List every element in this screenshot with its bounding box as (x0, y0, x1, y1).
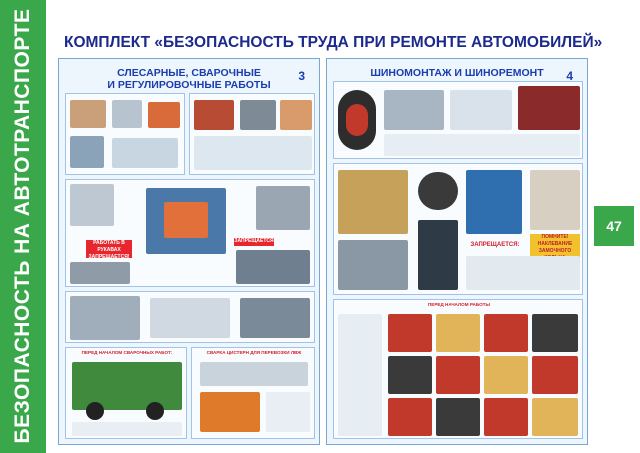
stand-illustration (240, 298, 310, 338)
tire-illustration (418, 172, 458, 210)
rim-illustration (384, 90, 444, 130)
welding-scene-illustration (200, 392, 260, 432)
page-title: КОМПЛЕКТ «БЕЗОПАСНОСТЬ ТРУДА ПРИ РЕМОНТЕ… (64, 34, 603, 51)
page-number-badge: 47 (594, 206, 634, 246)
vice-illustration (112, 100, 142, 128)
text-panel-illustration (384, 134, 580, 156)
poster-header: ШИНОМОНТАЖ И ШИНОРЕМОНТ 4 (327, 67, 587, 107)
poster-tire-service: ШИНОМОНТАЖ И ШИНОРЕМОНТ 4 ПОМНИТЕ! НАКЛЕ… (326, 58, 588, 445)
step-7-illustration (484, 356, 528, 394)
engine-block: РАБОТАТЬ В РУКАВАХ ЗАПРЕЩАЕТСЯ! ЗАПРЕЩАЕ… (65, 179, 315, 287)
gloves-illustration (148, 102, 180, 128)
step-3-illustration (484, 314, 528, 352)
poster-number: 3 (298, 69, 305, 83)
tank-illustration (200, 362, 308, 386)
step-11-illustration (484, 398, 528, 436)
step-8-illustration (532, 356, 578, 394)
step-9-illustration (388, 398, 432, 436)
step-5-illustration (388, 356, 432, 394)
step-1-illustration (388, 314, 432, 352)
procedure-block: ПЕРЕД НАЧАЛОМ РАБОТЫ (333, 299, 583, 439)
no-sleeves-banner: РАБОТАТЬ В РУКАВАХ ЗАПРЕЩАЕТСЯ! (86, 240, 132, 260)
hand-illustration (280, 100, 312, 130)
forbidden-heading: ЗАПРЕЩАЕТСЯ: (470, 242, 520, 248)
welding-section-title: ПЕРЕД НАЧАЛОМ СВАРОЧНЫХ РАБОТ: (81, 350, 173, 355)
file-illustration (70, 136, 104, 168)
tire-changer-illustration (338, 240, 408, 290)
step-2-illustration (436, 314, 480, 352)
text-panel-illustration (450, 90, 512, 130)
step-10-illustration (436, 398, 480, 436)
welding-section: ПЕРЕД НАЧАЛОМ СВАРОЧНЫХ РАБОТ: (65, 347, 187, 439)
lift-arm-illustration (70, 262, 130, 284)
jack-illustration (70, 296, 140, 340)
poster-title-line1: СЛЕСАРНЫЕ, СВАРОЧНЫЕ (117, 67, 261, 79)
step-6-illustration (436, 356, 480, 394)
inflation-cage-illustration (466, 170, 522, 234)
step-12-illustration (532, 398, 578, 436)
rim-diagram-illustration (466, 256, 580, 290)
tire-machine-illustration (518, 86, 580, 130)
lower-illustration-block (65, 291, 315, 343)
workbench-illustration (112, 138, 178, 168)
wheel-illustration (146, 402, 164, 420)
mechanism-illustration (70, 184, 114, 226)
illustration-block (189, 93, 315, 175)
engine-part-illustration (164, 202, 208, 238)
lift-illustration (256, 186, 310, 230)
tank-welding-section: СВАРКА ЦИСТЕРН ДЛЯ ПЕРЕВОЗКИ ЛВЖ (191, 347, 315, 439)
forbidden-banner: ЗАПРЕЩАЕТСЯ (234, 238, 274, 246)
wrench-illustration (240, 100, 276, 130)
poster-title-line1: ШИНОМОНТАЖ И ШИНОРЕМОНТ (370, 67, 544, 79)
poster-number: 4 (566, 69, 573, 83)
worker-illustration (530, 170, 580, 230)
step-4-illustration (532, 314, 578, 352)
hand-tool-illustration (70, 100, 106, 128)
hammer-illustration (194, 100, 234, 130)
pit-illustration (236, 250, 310, 284)
wheel-illustration (86, 402, 104, 420)
truck-illustration (72, 362, 182, 410)
table-illustration (266, 392, 310, 432)
side-band-text: БЕЗОПАСНОСТЬ НА АВТОТРАНСПОРТЕ (11, 8, 34, 444)
poster-title-line2: И РЕГУЛИРОВОЧНЫЕ РАБОТЫ (107, 79, 271, 91)
car-underside-illustration (150, 298, 230, 338)
tire-illustration-block (333, 81, 583, 159)
tank-section-title: СВАРКА ЦИСТЕРН ДЛЯ ПЕРЕВОЗКИ ЛВЖ (206, 350, 302, 355)
text-panel-illustration (72, 422, 182, 436)
poster-locksmith-welding: СЛЕСАРНЫЕ, СВАРОЧНЫЕ И РЕГУЛИРОВОЧНЫЕ РА… (58, 58, 320, 445)
procedure-title: ПЕРЕД НАЧАЛОМ РАБОТЫ (428, 302, 490, 307)
tire-stack-illustration (418, 220, 458, 290)
side-band: БЕЗОПАСНОСТЬ НА АВТОТРАНСПОРТЕ (0, 0, 46, 453)
poster-header: СЛЕСАРНЫЕ, СВАРОЧНЫЕ И РЕГУЛИРОВОЧНЫЕ РА… (59, 67, 319, 107)
workshop-block: ПОМНИТЕ! НАКЛЕВАНИЕ ЗАМОЧНОГО КОЛЬЦА ПРИ… (333, 163, 583, 295)
tire-rim-illustration (346, 104, 368, 136)
text-panel-illustration (338, 314, 382, 436)
illustration-block (65, 93, 185, 175)
workbench-illustration (338, 170, 408, 234)
text-panel-illustration (194, 136, 312, 170)
